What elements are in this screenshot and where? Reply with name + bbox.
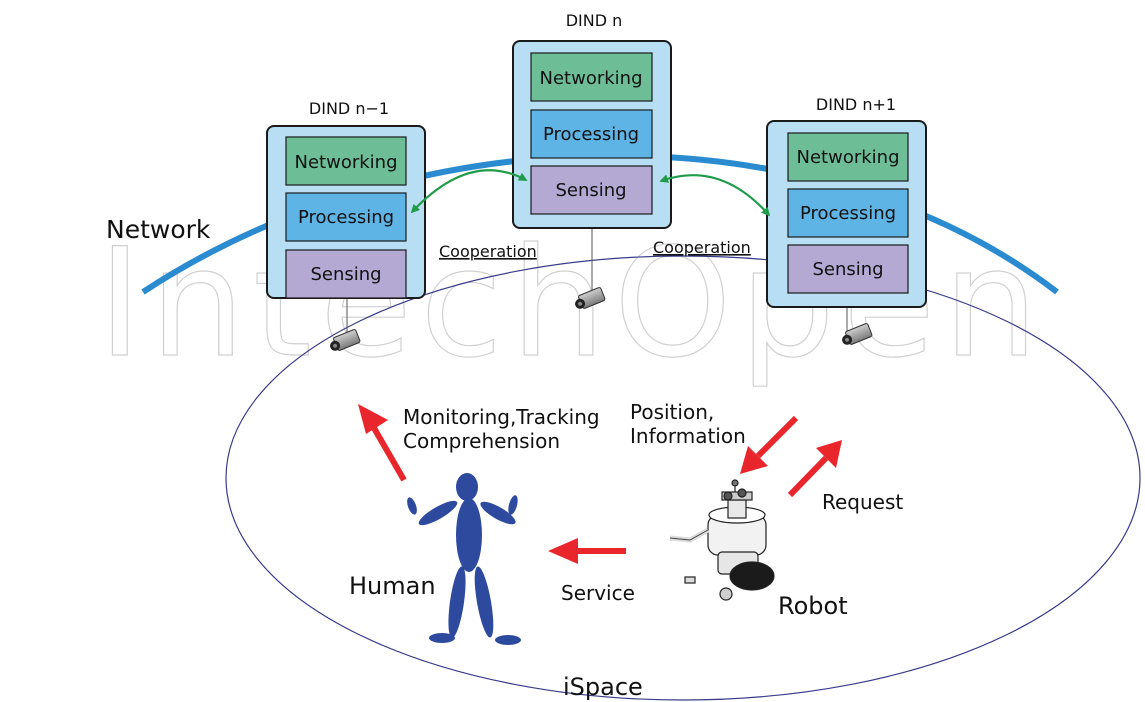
camera-icon [842,323,873,345]
networking-layer [530,52,653,102]
sensing-label: Sensing [310,264,381,285]
comprehension-label: Comprehension [403,429,560,453]
sensing-layer [787,244,909,294]
cooperation-label-right: Cooperation [653,238,751,257]
processing-label: Processing [298,207,394,228]
sensing-label: Sensing [555,180,626,201]
information-label: Information [630,424,746,448]
processing-layer [530,109,653,159]
human-figure-icon [407,473,521,645]
service-arrow [548,538,626,564]
networking-layer [787,132,909,182]
sensing-layer [285,249,407,299]
sensing-label: Sensing [812,259,883,280]
position-arrow [740,415,799,474]
robot-icon [669,479,775,601]
networking-label: Networking [295,152,398,173]
dind-node-n-minus-1: DIND n−1 Networking Processing Sensing [266,99,426,299]
camera-icon [330,329,361,351]
dind-node-n-plus-1: DIND n+1 Networking Processing Sensing [766,95,927,308]
node-title: DIND n−1 [309,99,389,118]
request-label: Request [822,490,903,514]
processing-label: Processing [800,203,896,224]
processing-label: Processing [543,124,639,145]
ispace-boundary [225,255,1141,701]
node-title: DIND n [566,11,623,30]
networking-layer [285,136,407,186]
monitoring-label: Monitoring,Tracking [403,405,600,429]
ispace-label: iSpace [563,673,643,701]
processing-layer [285,192,407,242]
network-label: Network [106,215,211,244]
service-label: Service [561,581,635,605]
cooperation-arrow-left [410,169,528,214]
cooperation-label-left: Cooperation [439,242,537,261]
processing-layer [787,188,909,238]
networking-label: Networking [797,147,900,168]
request-arrow [787,440,842,498]
sensing-layer [530,165,653,215]
position-label: Position, [630,400,714,424]
dind-node-n: DIND n Networking Processing Sensing [512,11,672,229]
networking-label: Networking [540,68,643,89]
camera-icon [575,287,606,309]
cooperation-arrow-right [659,174,771,217]
human-label: Human [349,572,436,600]
monitoring-arrow [358,404,407,482]
node-title: DIND n+1 [816,95,896,114]
robot-label: Robot [778,592,848,620]
